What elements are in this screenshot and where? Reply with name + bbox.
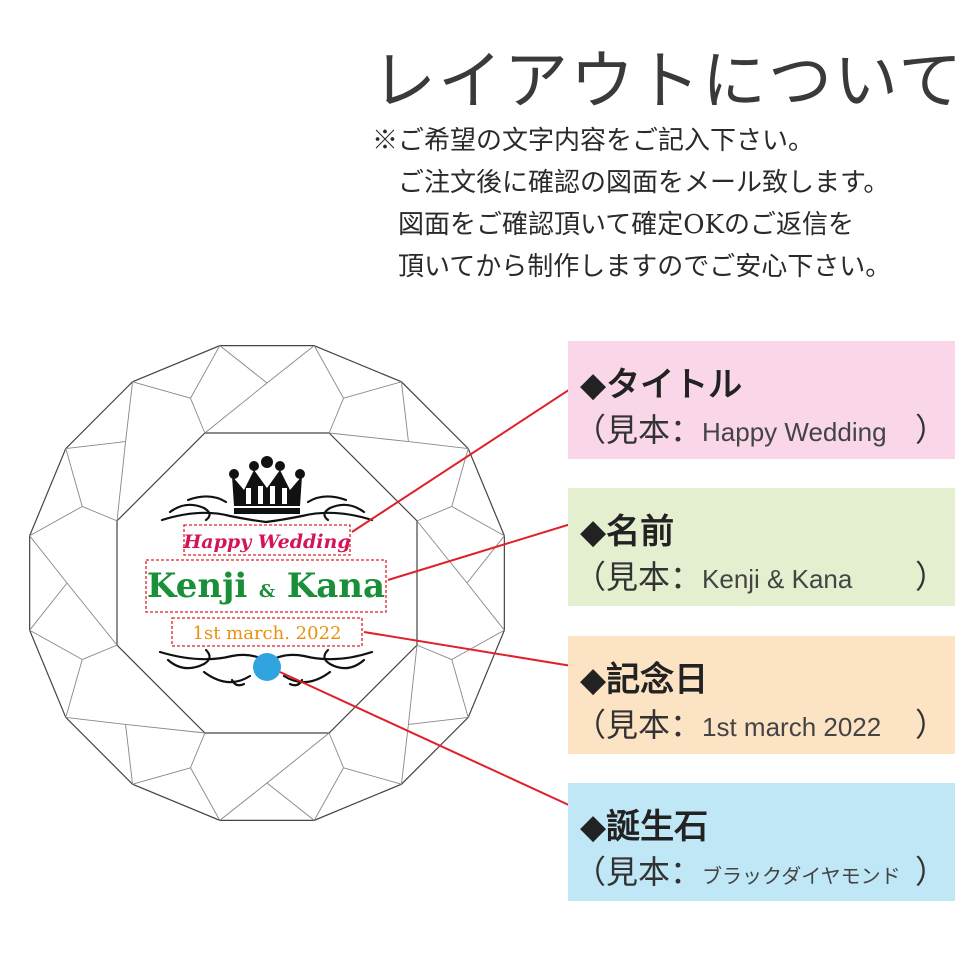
gem-facet-line [29,535,68,584]
gem-facet-line [313,767,344,821]
gem-facet-line [65,717,126,725]
note-line: 図面をご確認頂いて確定OKのご返信を [398,210,854,240]
sample-prefix: （見本： [574,706,703,744]
gem-facet-line [328,732,344,768]
note-line: 頂いてから制作しますのでご安心下さい。 [398,252,892,282]
panel-sample: （見本：Happy Wedding ） [574,405,947,451]
gem-facet-line [266,732,330,784]
name-right: Kana [287,566,385,606]
gem-facet-line [343,767,402,785]
sample-value: ブラックダイヤモンド [702,864,901,888]
date-text-frame [171,617,363,647]
gem-facet-outline [29,345,505,821]
sample-close: ） [914,558,947,596]
sample-prefix: （見本： [574,558,703,596]
gem-facet-line [65,441,126,449]
instruction-notes: ※ご希望の文字内容をご記入下さい。 ご注文後に確認の図面をメール致します。 図面… [372,120,891,288]
name-ampersand: & [259,581,275,602]
gem-facet-line [82,506,118,522]
top-flourish-ornament [160,495,374,524]
design-title-text: Happy Wedding [182,531,350,553]
gem-facet-line [266,345,315,384]
gem-facet-line [266,782,315,821]
gem-facet-line [125,723,205,734]
sample-value: 1st march 2022 [702,712,882,742]
gem-facet-line [132,381,191,399]
gem-facet-line [466,582,505,631]
gem-facet-line [204,382,268,434]
panel-heading: ◆誕生石 [580,807,709,847]
gem-facet-line [116,441,127,521]
title-text-frame [183,524,351,556]
gem-facet-line [82,644,118,660]
crown-icon [229,456,305,514]
gem-facet-line [29,506,83,537]
guide-line-name [387,519,585,581]
gem-facet-line [66,582,118,646]
panel-anniversary: ◆記念日 （見本：1st march 2022 ） [568,636,955,754]
gem-facet-line [416,520,468,584]
panel-sample: （見本：1st march 2022 ） [574,700,947,746]
sample-close: ） [914,706,947,744]
gem-facet-line [343,381,402,399]
guide-line-title [351,379,585,533]
gem-facet-line [65,448,83,507]
gem-facet-line [29,582,68,631]
gem-facet-line [219,782,268,821]
panel-title: ◆タイトル （見本：Happy Wedding ） [568,341,955,459]
sample-close: ） [914,853,947,891]
gem-facet-line [65,659,83,718]
panel-sample: （見本：ブラックダイヤモンド ） [574,847,947,893]
note-line: ※ご希望の文字内容をご記入下さい。 [372,126,815,156]
sample-value: Kenji & Kana [702,564,853,594]
panel-heading: ◆名前 [580,512,675,552]
guide-lines [279,379,585,813]
gem-facet-line [401,381,409,442]
gem-facet-line [125,724,133,785]
guide-line-date [363,631,585,669]
panel-heading: ◆記念日 [580,660,709,700]
design-date-text: 1st march. 2022 [193,623,342,644]
panel-sample: （見本：Kenji & Kana ） [574,552,947,598]
gem-facet-line [29,629,83,660]
gem-facet-line [408,717,469,725]
name-left: Kenji [147,566,247,606]
gem-facet-line [328,398,344,434]
sample-prefix: （見本： [574,853,703,891]
gem-facet-line [451,629,505,660]
gem-facet-line [190,732,206,768]
gem-facet-line [451,659,469,718]
gem-facet-line [313,345,344,399]
birthstone-dot [253,653,281,681]
gem-facet-line [132,767,191,785]
gem-facet-line [190,345,221,399]
gem-facet-line [125,381,133,442]
gem-facet-line [190,767,221,821]
design-names-text: Kenji & Kana [147,566,385,606]
gem-facet-line [401,724,409,785]
gem-facet-line [466,535,505,584]
sample-prefix: （見本： [574,411,703,449]
gem-facet-line [451,506,505,537]
gem-facet-line [407,645,418,725]
panel-heading: ◆タイトル [580,365,743,405]
sample-close: ） [914,411,947,449]
gem-facet-line [416,644,452,660]
note-line: ご注文後に確認の図面をメール致します。 [398,168,890,198]
names-text-frame [145,559,387,613]
gem-facet-line [219,345,268,384]
gem-facet-line [329,432,409,443]
panel-birthstone: ◆誕生石 （見本：ブラックダイヤモンド ） [568,783,955,901]
sample-value: Happy Wedding [702,417,887,447]
gem-facet-line [416,506,452,522]
guide-line-stone [279,671,585,813]
page-title: レイアウトについて [372,45,965,119]
panel-names: ◆名前 （見本：Kenji & Kana ） [568,488,955,606]
gem-facet-line [408,441,469,449]
gem-facet-line [190,398,206,434]
